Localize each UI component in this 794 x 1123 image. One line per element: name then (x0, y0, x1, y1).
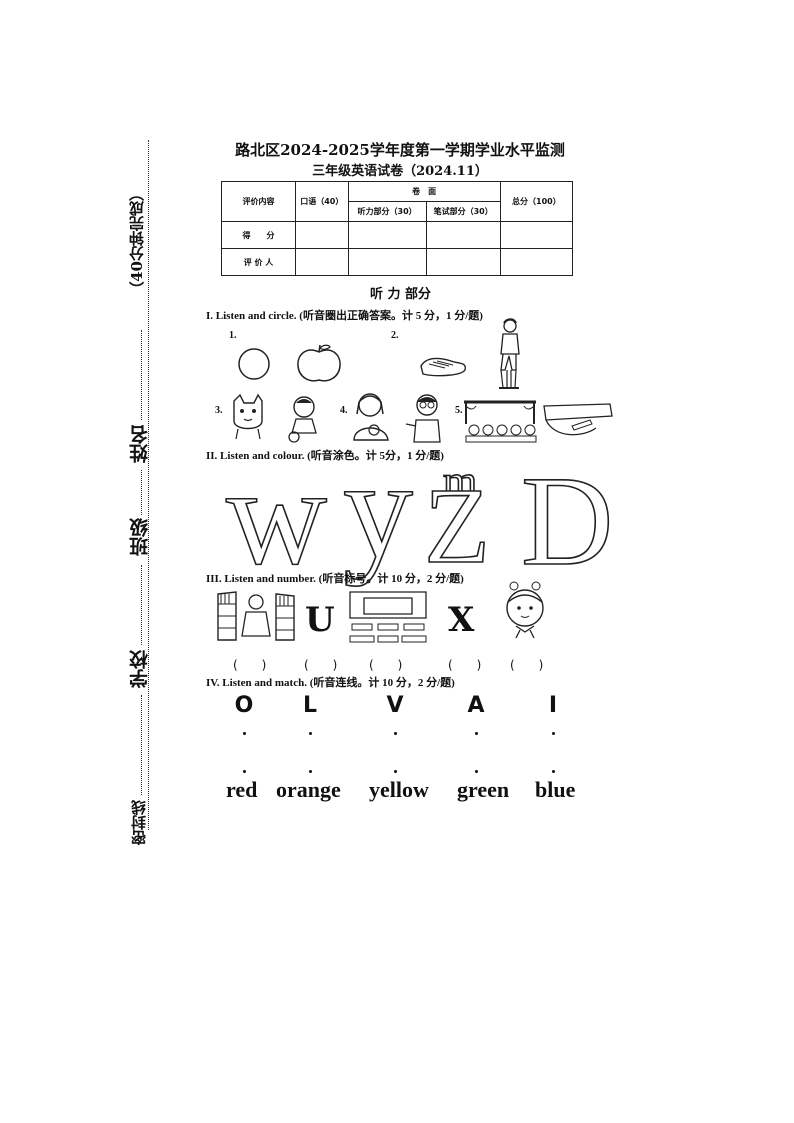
match-dot-bottom[interactable] (552, 770, 555, 773)
eval-content-header: 评价内容 (220, 181, 297, 222)
capital-l: L (302, 693, 318, 718)
score-cell[interactable] (347, 221, 427, 249)
classroom-picture (349, 591, 427, 643)
school-label: 学校 (129, 650, 151, 688)
score-cell[interactable] (295, 221, 349, 249)
grader-cell[interactable] (295, 248, 349, 276)
match-dot-bottom[interactable] (475, 770, 478, 773)
section1-title: I. Listen and circle. (听音圈出正确答案。计 5 分，1 … (206, 310, 483, 322)
theatre-picture (464, 400, 537, 443)
q3-pictures (233, 393, 317, 443)
exam-subtitle: 三年级英语试卷（2024.11） (312, 164, 488, 179)
outline-letter-d: D (520, 450, 614, 592)
name-label: 姓名 (129, 425, 151, 463)
grader-row-label: 评 价 人 (220, 248, 297, 276)
match-dot-top[interactable] (475, 732, 478, 735)
boy-picture (499, 318, 520, 389)
listening-header: 听力部分（30） (347, 201, 427, 222)
school-blank[interactable] (141, 565, 142, 645)
q5-pictures (464, 400, 613, 443)
number-blank-5[interactable]: ( ) (510, 658, 544, 672)
grader-cell[interactable] (425, 248, 501, 276)
match-dot-top[interactable] (394, 732, 397, 735)
teacher-picture (405, 394, 441, 443)
letter-u: U (305, 600, 335, 640)
q1-pictures (238, 344, 341, 382)
grader-cell[interactable] (347, 248, 427, 276)
mother-picture (353, 393, 389, 441)
capital-a: A (467, 693, 485, 718)
q5-number: 5. (455, 405, 463, 416)
number-blank-2[interactable]: ( ) (304, 658, 338, 672)
section4-title: IV. Listen and match. (听音连线。计 10 分，2 分/题… (206, 677, 455, 689)
writing-header: 笔试部分（30） (425, 201, 501, 222)
class-blank[interactable] (141, 470, 142, 515)
color-word-orange: orange (276, 777, 341, 802)
match-dot-bottom[interactable] (309, 770, 312, 773)
q2-pictures (420, 318, 520, 389)
outline-letter-z: Z (423, 467, 491, 586)
seal-dotted-line (148, 140, 149, 830)
number-blank-4[interactable]: ( ) (448, 658, 482, 672)
grader-cell[interactable] (499, 248, 574, 276)
shoe-picture (420, 357, 466, 377)
desk-picture (543, 403, 613, 436)
match-dot-top[interactable] (309, 732, 312, 735)
outline-letter-m: m (442, 457, 478, 506)
section3-title: III. Listen and number. (听音标号。计 10 分，2 分… (206, 573, 464, 585)
total-header: 总分（100） (499, 181, 574, 222)
q4-pictures (353, 393, 441, 443)
color-word-yellow: yellow (369, 777, 429, 802)
library-picture (217, 591, 295, 641)
score-row-label: 得 分 (220, 221, 297, 249)
score-table: 评价内容 口语（40） 卷 面 总分（100） 听力部分（30） 笔试部分（30… (220, 181, 574, 276)
section2-title: II. Listen and colour. (听音涂色。计 5分，1 分/题) (206, 450, 444, 462)
color-word-red: red (226, 777, 258, 802)
seal-blank (141, 695, 142, 795)
class-label: 班级 (129, 518, 151, 556)
q3-number: 3. (215, 405, 223, 416)
capital-o: O (234, 693, 254, 718)
letter-x: X (448, 600, 475, 640)
orange-picture (238, 348, 270, 380)
outline-letter-y: y (342, 432, 414, 587)
seal-label: 密封线 (130, 800, 148, 845)
color-word-blue: blue (535, 777, 576, 802)
match-dot-top[interactable] (552, 732, 555, 735)
match-dot-top[interactable] (243, 732, 246, 735)
apple-picture (297, 344, 341, 382)
color-word-green: green (457, 777, 510, 802)
match-dot-bottom[interactable] (243, 770, 246, 773)
listening-heading: 听 力 部分 (370, 287, 432, 302)
exam-title: 路北区2024-2025学年度第一学期学业水平监测 (235, 141, 565, 159)
time-note: （40分钟完成） (128, 186, 146, 297)
capital-v: V (386, 693, 404, 718)
written-header: 卷 面 (347, 181, 501, 202)
name-blank[interactable] (141, 330, 142, 420)
q4-number: 4. (340, 405, 348, 416)
score-cell[interactable] (499, 221, 574, 249)
girl-ball-picture (288, 396, 317, 443)
number-blank-3[interactable]: ( ) (369, 658, 403, 672)
cat-picture (233, 393, 263, 440)
number-blank-1[interactable]: ( ) (233, 658, 267, 672)
girl-face-picture (506, 581, 544, 639)
score-cell[interactable] (425, 221, 501, 249)
oral-header: 口语（40） (295, 181, 349, 222)
capital-i: I (548, 693, 558, 718)
match-dot-bottom[interactable] (394, 770, 397, 773)
q1-number: 1. (229, 330, 237, 341)
outline-letter-w: w (225, 439, 328, 594)
q2-number: 2. (391, 330, 399, 341)
